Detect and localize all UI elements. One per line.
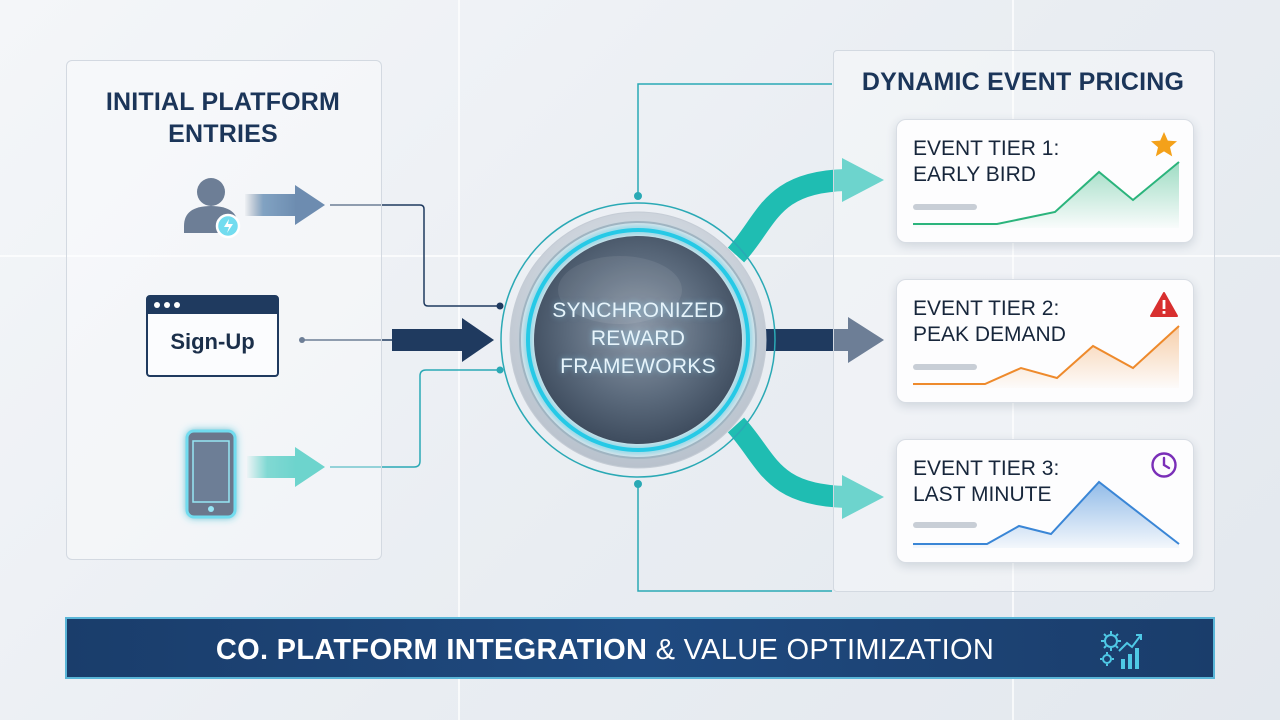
tier-1-placeholder-bar <box>913 204 977 210</box>
initial-platform-title: INITIAL PLATFORM ENTRIES <box>66 86 380 150</box>
tier-3-title-line1: EVENT TIER 3: <box>913 457 1060 480</box>
gear-growth-icon <box>1100 631 1142 669</box>
window-dot <box>174 302 180 308</box>
tier-2-trend-chart <box>913 325 1180 388</box>
banner-text: CO. PLATFORM INTEGRATION & VALUE OPTIMIZ… <box>67 633 1143 667</box>
bottom-banner: CO. PLATFORM INTEGRATION & VALUE OPTIMIZ… <box>65 617 1215 679</box>
hub-label-line3: FRAMEWORKS <box>560 355 716 378</box>
banner-rest-text: & VALUE OPTIMIZATION <box>655 634 995 666</box>
tier-1-title-line2: EARLY BIRD <box>913 163 1036 186</box>
tier-3-placeholder-bar <box>913 522 977 528</box>
event-tier-card-1[interactable]: EVENT TIER 1: EARLY BIRD <box>896 119 1194 243</box>
initial-platform-title-line1: INITIAL PLATFORM <box>105 88 341 116</box>
tier-1-title-line1: EVENT TIER 1: <box>913 137 1060 160</box>
tier-2-placeholder-bar <box>913 364 977 370</box>
warning-icon <box>1150 292 1178 317</box>
input-arrow-user <box>245 185 325 225</box>
output-arrow-tier2 <box>765 317 884 363</box>
event-tier-card-3[interactable]: EVENT TIER 3: LAST MINUTE <box>896 439 1194 563</box>
signup-window-titlebar <box>148 297 277 314</box>
reward-hub <box>500 202 776 478</box>
output-arrow-tier3 <box>727 417 884 519</box>
event-tier-card-2[interactable]: EVENT TIER 2: PEAK DEMAND <box>896 279 1194 403</box>
tier-2-title: EVENT TIER 2: PEAK DEMAND <box>913 296 1113 348</box>
window-dot <box>154 302 160 308</box>
mobile-phone-icon <box>185 429 237 519</box>
tier-3-trend-chart <box>913 480 1180 548</box>
output-arrow-tier1 <box>727 158 884 263</box>
input-arrow-mobile <box>247 447 325 487</box>
banner-bold-text: CO. PLATFORM INTEGRATION <box>215 634 648 666</box>
initial-platform-title-line2: ENTRIES <box>168 120 278 148</box>
connector-lines <box>299 83 832 592</box>
tier-3-title: EVENT TIER 3: LAST MINUTE <box>913 456 1113 508</box>
dynamic-pricing-title: DYNAMIC EVENT PRICING <box>861 68 1185 96</box>
hub-label: SYNCHRONIZED REWARD FRAMEWORKS <box>538 297 738 381</box>
clock-icon <box>1151 452 1177 478</box>
user-icon <box>184 178 241 239</box>
tier-1-trend-chart <box>913 161 1180 228</box>
signup-window[interactable]: Sign-Up <box>146 295 279 377</box>
hub-label-line2: REWARD <box>590 327 686 350</box>
tier-2-title-line1: EVENT TIER 2: <box>913 297 1060 320</box>
window-dot <box>164 302 170 308</box>
signup-label: Sign-Up <box>170 329 255 354</box>
input-arrow-signup <box>392 318 494 362</box>
hub-label-line1: SYNCHRONIZED <box>552 299 724 322</box>
tier-3-title-line2: LAST MINUTE <box>913 483 1052 506</box>
star-icon <box>1151 132 1177 157</box>
tier-1-title: EVENT TIER 1: EARLY BIRD <box>913 136 1113 188</box>
tier-2-title-line2: PEAK DEMAND <box>913 323 1066 346</box>
